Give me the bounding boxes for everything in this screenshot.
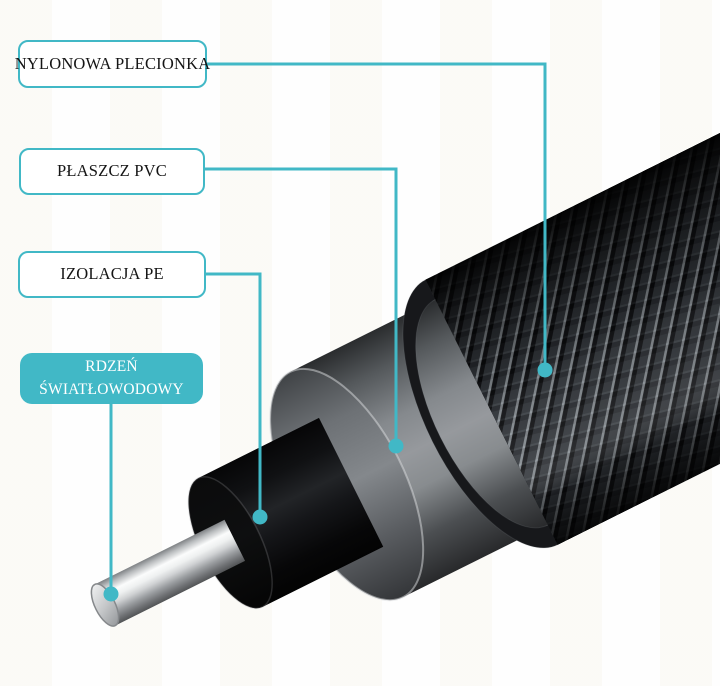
label-pvc-jacket: PŁASZCZ PVC	[19, 148, 205, 195]
label-fiber-core: RDZEŃ ŚWIATŁOWODOWY	[20, 353, 203, 404]
label-pvc-jacket-text: PŁASZCZ PVC	[57, 161, 167, 181]
connector-pvc-jacket	[205, 167, 398, 446]
fiber-core-side	[94, 519, 246, 626]
label-nylon-braid: NYLONOWA PLECIONKA	[15, 40, 210, 88]
marker-dot-pe-insulation	[252, 509, 268, 525]
label-fiber-core-line2: ŚWIATŁOWODOWY	[39, 380, 184, 398]
label-fiber-core-line1: RDZEŃ	[85, 358, 138, 376]
connector-nylon-braid	[207, 62, 547, 370]
cable-3d-render	[90, 0, 720, 627]
label-nylon-braid-text: NYLONOWA PLECIONKA	[14, 53, 211, 73]
marker-dot-fiber-core	[103, 586, 119, 602]
marker-dot-nylon-braid	[537, 362, 553, 378]
marker-dot-pvc-jacket	[388, 438, 404, 454]
label-pe-insulation-text: IZOLACJA PE	[60, 264, 164, 284]
braid-texture	[425, 0, 720, 545]
label-pe-insulation: IZOLACJA PE	[18, 251, 206, 298]
connector-pe-insulation	[206, 272, 262, 517]
